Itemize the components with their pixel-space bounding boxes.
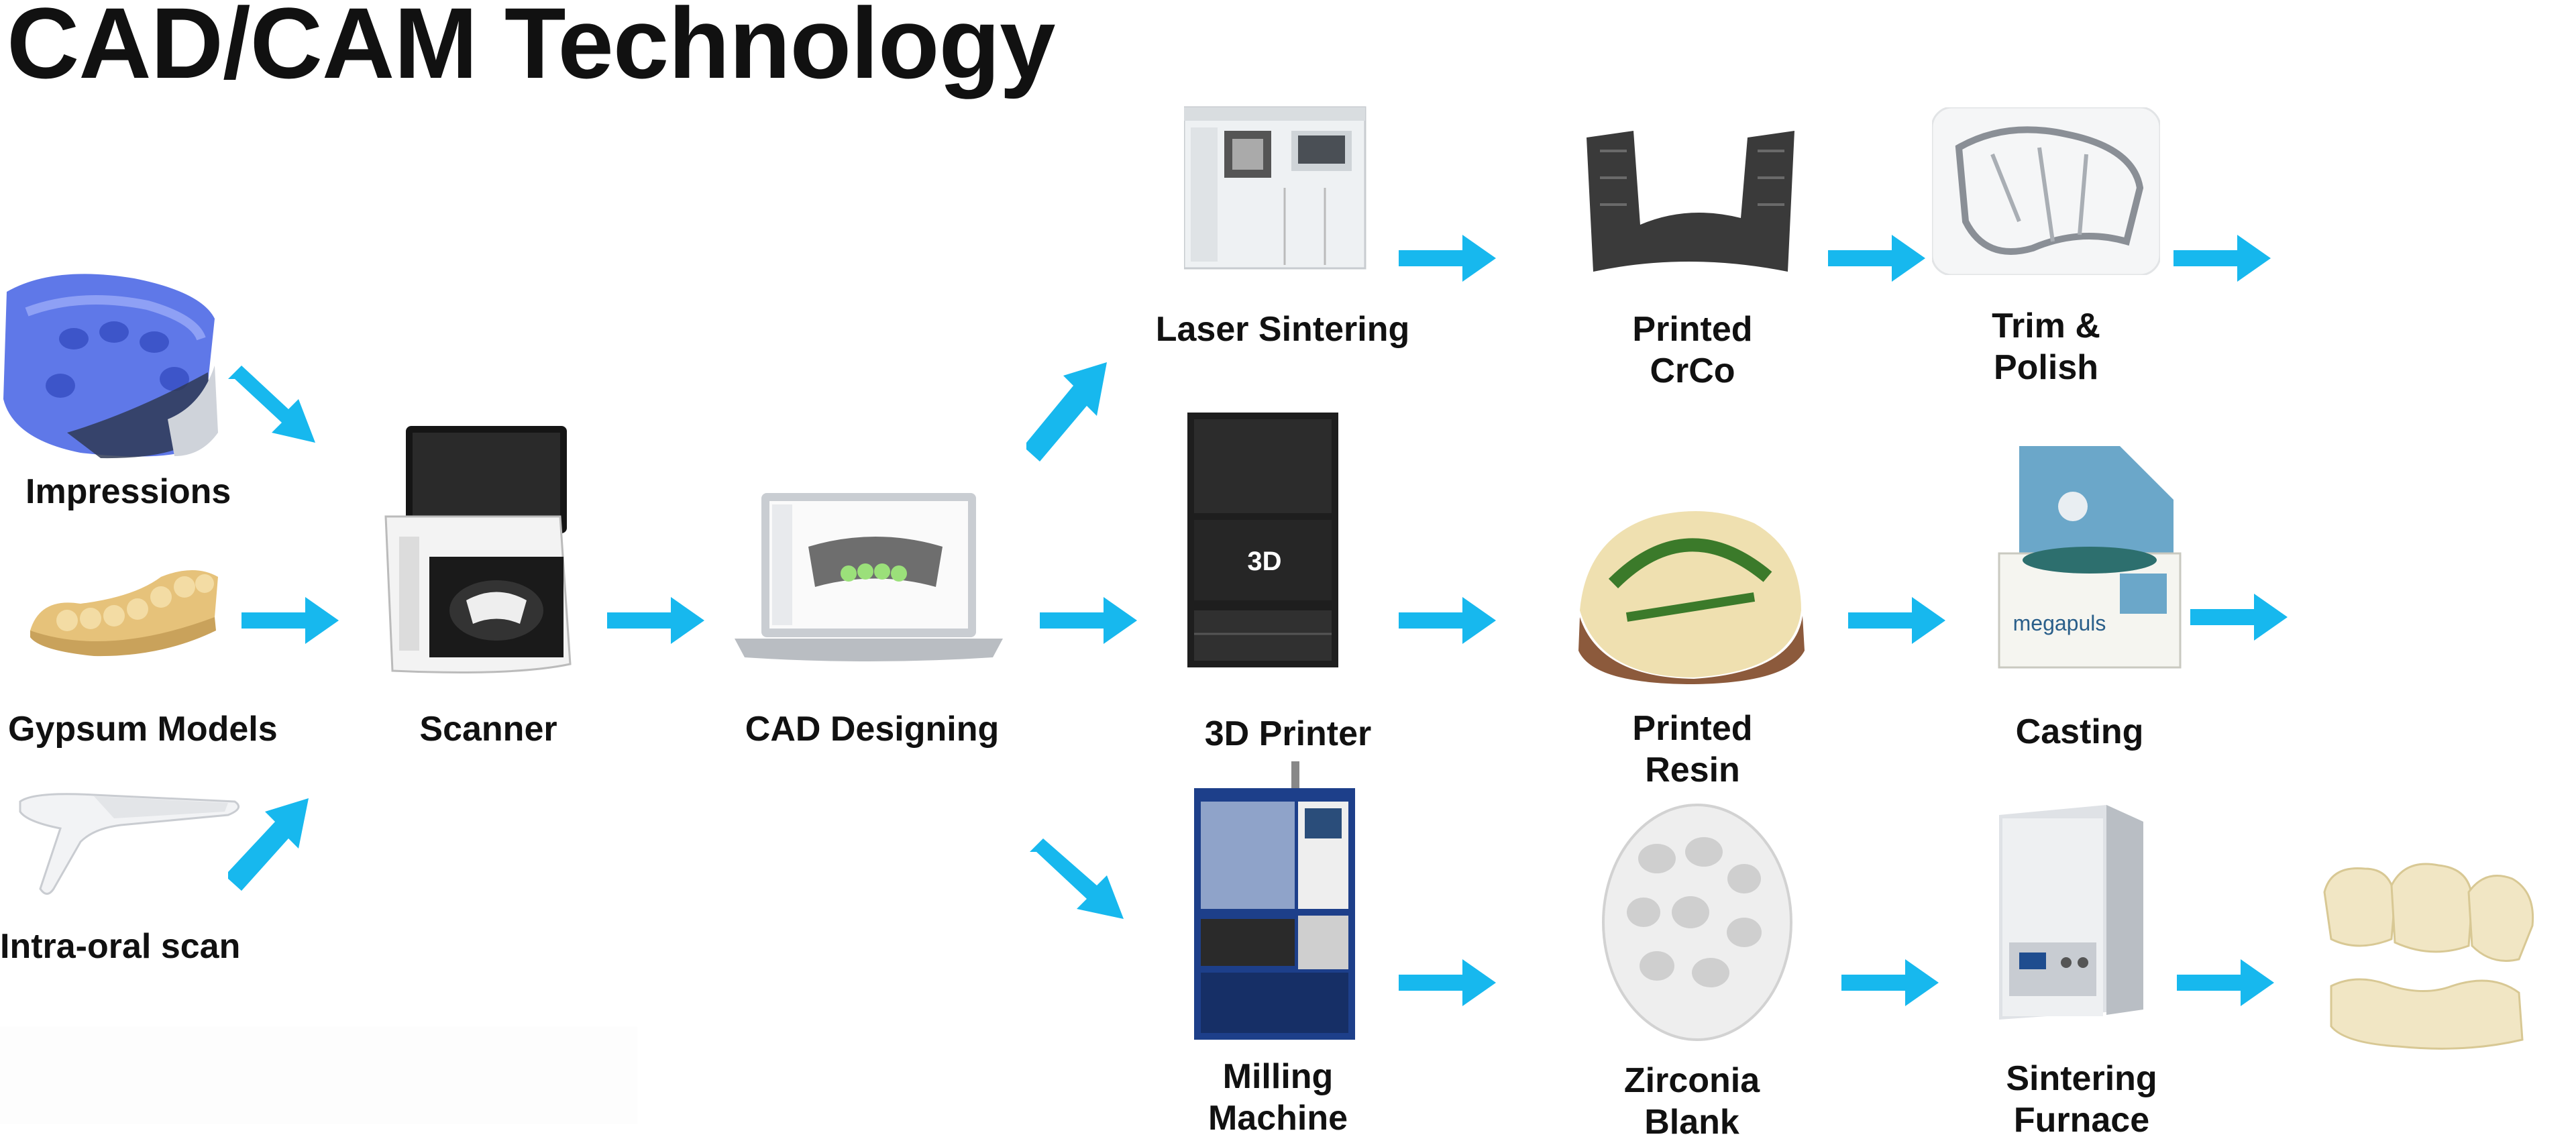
arrow-laser-to-crco: [1399, 235, 1496, 282]
arrow-scanner-to-cad: [607, 597, 704, 644]
arrow-resin-to-casting: [1848, 597, 1945, 644]
arrow-cad-to-printer: [1040, 597, 1137, 644]
intraoral-scan-label: Intra-oral scan: [0, 927, 241, 966]
printed-resin-label: Printed Resin: [1632, 708, 1752, 791]
impressions-label: Impressions: [25, 472, 231, 511]
polished-framework-image: [1932, 107, 2160, 275]
arrow-gypsum-to-scanner: [241, 597, 339, 644]
trim-polish-label: Trim & Polish: [1992, 305, 2100, 388]
trim-polish-line-2: Polish: [1993, 348, 2099, 387]
arrow-impressions-to-scanner: [228, 366, 315, 443]
printed-resin-line-2: Resin: [1645, 751, 1740, 790]
page-title: CAD/CAM Technology: [7, 0, 1055, 99]
zirconia-line-1: Zirconia: [1623, 1061, 1760, 1100]
arrow-milling-to-blank: [1399, 959, 1496, 1006]
casting-label: Casting: [2015, 712, 2144, 751]
zirconia-bridge-image: [2323, 863, 2534, 1050]
arrow-cad-to-milling: [1030, 838, 1124, 919]
arrow-furnace-to-bridge: [2177, 959, 2274, 1006]
zirconia-blank-image: [1602, 804, 1792, 1041]
arrow-blank-to-furnace: [1841, 959, 1939, 1006]
furnace-line-2: Furnace: [2013, 1101, 2150, 1140]
sintering-furnace-image: [1999, 805, 2143, 1020]
printed-resin-model-image: [1578, 511, 1805, 684]
arrow-casting-onward: [2190, 594, 2288, 641]
laser-sintering-machine-image: [1184, 106, 1366, 270]
milling-line-2: Machine: [1208, 1099, 1348, 1138]
impression-tray-image: [3, 274, 218, 459]
arrow-printer-to-resin: [1399, 597, 1496, 644]
zirconia-line-2: Blank: [1644, 1103, 1739, 1142]
printed-crco-line-1: Printed: [1632, 310, 1753, 349]
zirconia-blank-label: Zirconia Blank: [1624, 1060, 1760, 1143]
laser-sintering-label: Laser Sintering: [1155, 310, 1410, 349]
sintering-furnace-label: Sintering Furnace: [2006, 1058, 2157, 1141]
printed-resin-line-1: Printed: [1632, 709, 1753, 748]
milling-machine-image: [1194, 761, 1355, 1040]
printed-crco-framework-image: [1587, 131, 1794, 272]
printed-crco-line-2: CrCo: [1650, 351, 1735, 390]
milling-line-1: Milling: [1222, 1057, 1334, 1096]
trim-polish-line-1: Trim &: [1992, 307, 2100, 345]
furnace-line-1: Sintering: [2006, 1059, 2157, 1098]
arrow-cad-to-laser: [1026, 362, 1107, 461]
desktop-scanner-image: [384, 426, 572, 673]
casting-brand: megapuls: [2013, 611, 2106, 635]
bottom-fade-strip: [0, 1026, 637, 1124]
casting-machine-image: megapuls: [1998, 446, 2182, 669]
cad-designing-label: CAD Designing: [745, 710, 1000, 749]
arrow-intraoral-to-scanner: [228, 798, 309, 891]
laptop-cad-image: [735, 493, 1003, 661]
gypsum-models-label: Gypsum Models: [8, 710, 278, 749]
3d-printer-image: 3D: [1187, 413, 1338, 667]
scanner-label: Scanner: [419, 710, 557, 749]
milling-machine-label: Milling Machine: [1208, 1056, 1348, 1139]
printer-badge: 3D: [1247, 547, 1281, 576]
printed-crco-label: Printed CrCo: [1632, 309, 1752, 392]
arrow-trim-onward: [2174, 235, 2271, 282]
3d-printer-label: 3D Printer: [1204, 714, 1372, 753]
gypsum-model-image: [30, 570, 218, 657]
intraoral-scanner-image: [19, 793, 240, 895]
arrow-crco-to-trim: [1828, 235, 1925, 282]
